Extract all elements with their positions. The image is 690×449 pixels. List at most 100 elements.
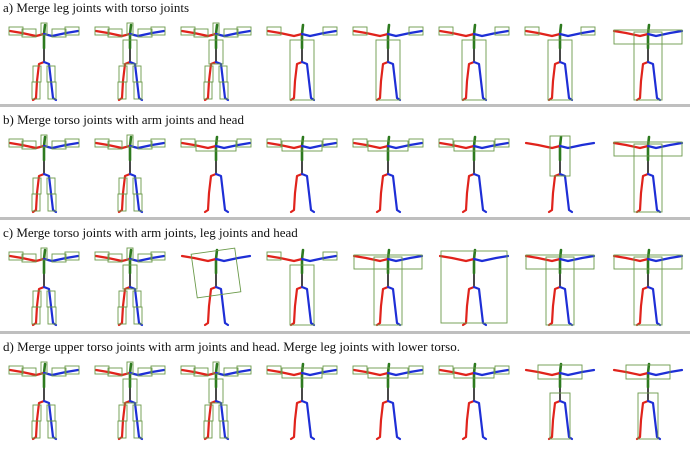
- bone-box: [352, 26, 368, 36]
- left-leg: [117, 60, 132, 102]
- bone-box: [150, 251, 166, 261]
- right-leg: [472, 399, 488, 441]
- skeleton-frame: [352, 362, 424, 441]
- spine-highlight: [646, 23, 651, 50]
- right-arm: [472, 141, 510, 150]
- bone-box: [352, 365, 368, 375]
- skeleton-frame: [524, 248, 596, 327]
- bone-box: [64, 138, 80, 148]
- right-arm: [558, 368, 596, 377]
- bone-box: [150, 365, 166, 375]
- arms-box: [281, 367, 323, 379]
- full-box: [633, 31, 663, 101]
- bone-box: [180, 138, 196, 148]
- spine-highlight: [472, 23, 477, 50]
- spine-highlight: [386, 23, 391, 50]
- skeleton-frame: [94, 361, 166, 441]
- skeleton-frame: [438, 362, 510, 441]
- spine-highlight: [300, 135, 305, 162]
- bone-box: [47, 193, 57, 212]
- bone-box: [21, 28, 37, 38]
- right-leg: [300, 60, 316, 102]
- bone-box: [31, 306, 41, 325]
- spine-highlight: [472, 248, 477, 275]
- spine-highlight: [42, 362, 47, 389]
- skeleton-frame: [180, 22, 252, 102]
- bone-box: [266, 365, 282, 375]
- skeleton-frame: [8, 361, 80, 441]
- left-leg: [31, 172, 46, 214]
- spine-highlight: [472, 362, 477, 389]
- left-arm: [94, 141, 132, 150]
- right-arm: [300, 141, 338, 150]
- skeleton-frame: [352, 248, 424, 327]
- skeleton-frame: [266, 362, 338, 441]
- bone-box: [352, 138, 368, 148]
- bone-box: [8, 26, 24, 36]
- bone-box: [322, 365, 338, 375]
- skeleton-frame: [524, 362, 596, 441]
- bone-box: [107, 253, 123, 263]
- tilted-box: [190, 247, 242, 299]
- left-arm: [352, 29, 390, 38]
- left-leg: [289, 172, 304, 214]
- bone-box: [322, 138, 338, 148]
- legs-torso-box: [461, 39, 487, 101]
- full-box: [353, 254, 423, 270]
- bone-box: [203, 420, 213, 439]
- spine-highlight: [646, 248, 651, 275]
- spine-highlight: [300, 23, 305, 50]
- row-b: b) Merge torso joints with arm joints an…: [0, 112, 690, 222]
- left-leg: [635, 399, 650, 441]
- right-leg: [646, 60, 662, 102]
- bone-box: [21, 253, 37, 263]
- left-arm: [438, 141, 476, 150]
- spine-highlight: [558, 135, 563, 162]
- legs-torso-box: [289, 39, 315, 101]
- bone-box: [133, 306, 143, 325]
- row-a-title: a) Merge leg joints with torso joints: [3, 0, 190, 15]
- left-leg: [31, 60, 46, 102]
- skeleton-frame: [94, 134, 166, 214]
- bone-box: [524, 26, 540, 36]
- spine-highlight: [300, 362, 305, 389]
- left-arm: [352, 254, 390, 263]
- skeleton-frame: [8, 22, 80, 102]
- bone-box: [236, 26, 252, 36]
- bone-box: [408, 365, 424, 375]
- bone-box: [266, 251, 282, 261]
- skeleton-frame: [612, 362, 684, 441]
- right-arm: [128, 141, 166, 150]
- full-box: [633, 256, 663, 326]
- spine-highlight: [128, 135, 133, 162]
- torso-box: [208, 378, 224, 404]
- bone-box: [223, 28, 239, 38]
- bone-box: [322, 26, 338, 36]
- legs-torso-box: [375, 39, 401, 101]
- spine-highlight: [42, 135, 47, 162]
- bone-box: [21, 140, 37, 150]
- row-c: c) Merge torso joints with arm joints, l…: [0, 225, 690, 335]
- left-arm: [94, 29, 132, 38]
- skeleton-frame: [180, 361, 252, 441]
- left-leg: [117, 172, 132, 214]
- bone-box: [494, 26, 510, 36]
- left-leg: [289, 60, 304, 102]
- bone-box: [107, 140, 123, 150]
- bone-box: [180, 26, 196, 36]
- left-arm: [612, 29, 650, 38]
- right-leg: [42, 172, 58, 214]
- skeleton-frame: [180, 247, 252, 327]
- left-leg: [461, 60, 476, 102]
- right-leg: [386, 399, 402, 441]
- spine-highlight: [128, 248, 133, 275]
- left-arm: [8, 254, 46, 263]
- bone-box: [193, 28, 209, 38]
- bone-box: [126, 247, 134, 261]
- arms-box: [195, 140, 237, 152]
- bone-box: [236, 365, 252, 375]
- right-arm: [386, 368, 424, 377]
- bone-box: [137, 367, 153, 377]
- bone-box: [137, 140, 153, 150]
- skeleton-frame: [438, 135, 510, 214]
